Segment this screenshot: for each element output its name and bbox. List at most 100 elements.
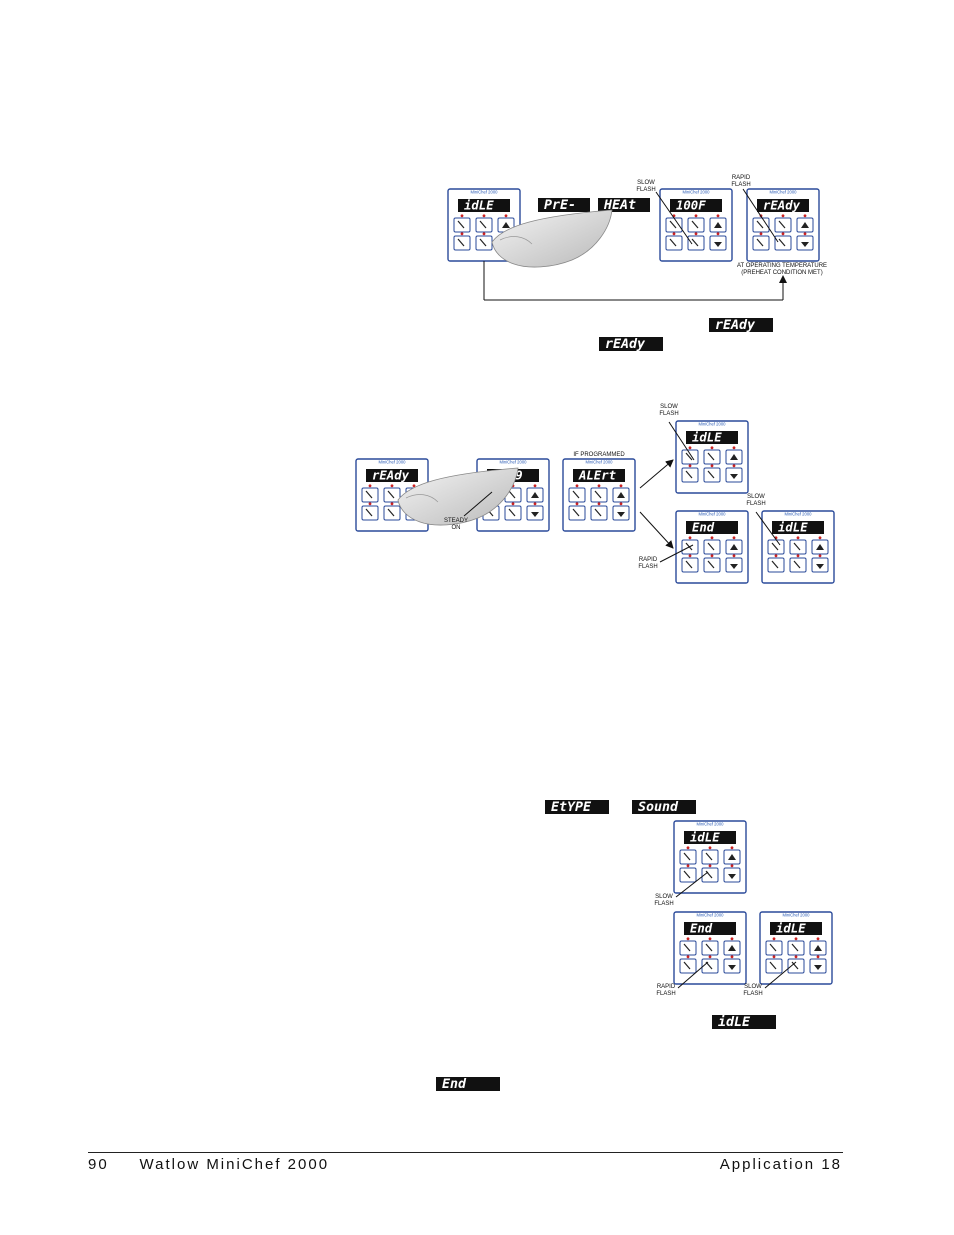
key-button[interactable] xyxy=(809,937,827,956)
key-button[interactable] xyxy=(703,446,721,465)
controller-ready-2-display-text: rEAdy xyxy=(372,468,410,482)
key-button[interactable] xyxy=(679,864,697,883)
utensil-icon xyxy=(707,470,715,479)
triangle-icon xyxy=(502,222,510,228)
key-button[interactable] xyxy=(568,502,586,521)
key-button[interactable] xyxy=(723,955,741,974)
key-button[interactable] xyxy=(590,484,608,503)
drop-icon xyxy=(728,965,736,970)
key-button[interactable] xyxy=(612,484,630,503)
triangle-icon xyxy=(801,222,809,228)
key-button[interactable] xyxy=(796,232,814,251)
utensil-icon xyxy=(707,560,715,569)
key-button[interactable] xyxy=(703,554,721,573)
key-button[interactable] xyxy=(709,214,727,233)
indicator-light xyxy=(774,554,778,558)
indicator-light xyxy=(708,846,712,850)
key-button[interactable] xyxy=(679,846,697,865)
utensil-icon xyxy=(705,852,713,861)
indicator-light xyxy=(504,214,508,218)
key-button[interactable] xyxy=(767,554,785,573)
key-button[interactable] xyxy=(765,955,783,974)
indicator-light xyxy=(803,232,807,236)
key-button[interactable] xyxy=(774,232,792,251)
indicator-light xyxy=(482,232,486,236)
key-button[interactable] xyxy=(789,536,807,555)
key-button[interactable] xyxy=(475,232,493,251)
key-button[interactable] xyxy=(679,955,697,974)
key-button[interactable] xyxy=(361,502,379,521)
utensil-icon xyxy=(683,852,691,861)
controller-alert-display: ALErt xyxy=(573,468,625,482)
key-button[interactable] xyxy=(701,937,719,956)
preheat-display-2-text: HEAt xyxy=(603,198,636,213)
key-button[interactable] xyxy=(725,464,743,483)
indicator-light xyxy=(482,214,486,218)
indicator-light xyxy=(730,937,734,941)
inline-end-display: End xyxy=(436,1077,500,1092)
key-button[interactable] xyxy=(703,536,721,555)
utensil-icon xyxy=(457,238,465,247)
key-button[interactable] xyxy=(811,536,829,555)
key-button[interactable] xyxy=(504,502,522,521)
pointer-slow-flash-5 xyxy=(764,961,797,989)
key-button[interactable] xyxy=(811,554,829,573)
key-button[interactable] xyxy=(725,536,743,555)
key-button[interactable] xyxy=(725,554,743,573)
key-button[interactable] xyxy=(789,554,807,573)
indicator-light xyxy=(816,937,820,941)
utensil-icon xyxy=(572,508,580,517)
key-button[interactable] xyxy=(809,955,827,974)
key-button[interactable] xyxy=(725,446,743,465)
inline-idle-display-text: idLE xyxy=(718,1014,751,1030)
key-button[interactable] xyxy=(612,502,630,521)
brand-label: MiniChef 2000 xyxy=(698,512,726,517)
key-button[interactable] xyxy=(681,464,699,483)
key-button[interactable] xyxy=(681,554,699,573)
key-button[interactable] xyxy=(787,955,805,974)
indicator-light xyxy=(759,232,763,236)
key-button[interactable] xyxy=(701,846,719,865)
key-button[interactable] xyxy=(723,937,741,956)
key-button[interactable] xyxy=(765,937,783,956)
indicator-light xyxy=(796,554,800,558)
key-button[interactable] xyxy=(723,864,741,883)
key-button[interactable] xyxy=(590,502,608,521)
key-button[interactable] xyxy=(475,214,493,233)
key-button[interactable] xyxy=(703,464,721,483)
key-button[interactable] xyxy=(687,214,705,233)
key-button[interactable] xyxy=(723,846,741,865)
key-button[interactable] xyxy=(709,232,727,251)
key-button[interactable] xyxy=(796,214,814,233)
pointing-hand xyxy=(491,209,613,268)
key-button[interactable] xyxy=(774,214,792,233)
key-button[interactable] xyxy=(681,446,699,465)
key-button[interactable] xyxy=(679,937,697,956)
key-button[interactable] xyxy=(701,864,719,883)
key-button[interactable] xyxy=(752,232,770,251)
key-button[interactable] xyxy=(361,484,379,503)
utensil-icon xyxy=(508,508,516,517)
key-button[interactable] xyxy=(383,484,401,503)
key-button[interactable] xyxy=(453,232,471,251)
indicator-light xyxy=(716,214,720,218)
key-button[interactable] xyxy=(383,502,401,521)
key-button[interactable] xyxy=(568,484,586,503)
utensil-icon xyxy=(705,943,713,952)
pointer-slow-flash-4 xyxy=(675,871,709,898)
controller-idle-right-display-text: idLE xyxy=(778,520,808,534)
indicator-light xyxy=(688,446,692,450)
key-button[interactable] xyxy=(453,214,471,233)
key-button[interactable] xyxy=(526,502,544,521)
indicator-light xyxy=(794,937,798,941)
indicator-light xyxy=(533,502,537,506)
key-button[interactable] xyxy=(526,484,544,503)
key-button[interactable] xyxy=(787,937,805,956)
utensil-icon xyxy=(479,220,487,229)
key-button[interactable] xyxy=(665,232,683,251)
key-button[interactable] xyxy=(687,232,705,251)
utensil-icon xyxy=(791,943,799,952)
triangle-icon xyxy=(816,544,824,550)
indicator-light xyxy=(686,864,690,868)
